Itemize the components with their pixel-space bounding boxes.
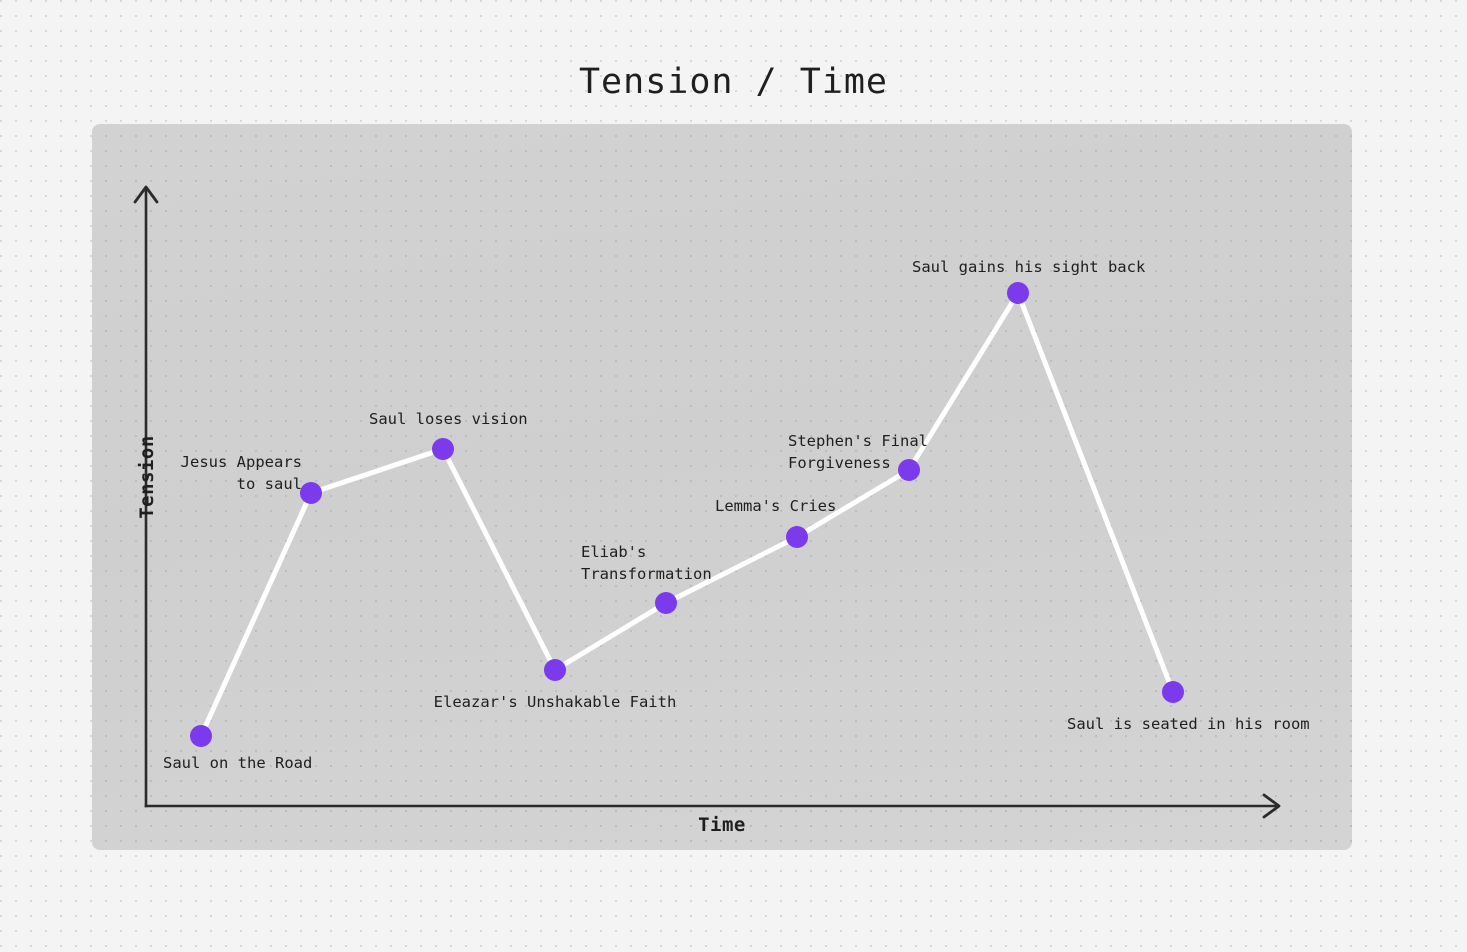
axes bbox=[133, 185, 1281, 819]
x-axis-label: Time bbox=[698, 814, 746, 836]
y-axis-label: Tension bbox=[136, 435, 158, 519]
data-point-marker[interactable] bbox=[300, 482, 322, 504]
data-points-group bbox=[190, 282, 1184, 747]
data-point-label: Lemma's Cries bbox=[715, 497, 836, 515]
data-point-marker[interactable] bbox=[190, 725, 212, 747]
data-point-label: Saul is seated in his room bbox=[1067, 715, 1310, 733]
data-point-label: Saul on the Road bbox=[163, 754, 312, 772]
data-point-marker[interactable] bbox=[898, 459, 920, 481]
data-point-marker[interactable] bbox=[432, 438, 454, 460]
data-point-marker[interactable] bbox=[786, 526, 808, 548]
y-axis-arrow-icon bbox=[133, 185, 159, 204]
page-title: Tension / Time bbox=[578, 62, 888, 102]
data-point-label: Saul gains his sight back bbox=[912, 258, 1146, 276]
tension-line-series bbox=[198, 290, 1176, 739]
data-point-marker[interactable] bbox=[544, 659, 566, 681]
x-axis-arrow-icon bbox=[1262, 793, 1281, 819]
data-point-marker[interactable] bbox=[655, 592, 677, 614]
data-point-marker[interactable] bbox=[1007, 282, 1029, 304]
data-point-label: Eleazar's Unshakable Faith bbox=[434, 693, 677, 711]
data-point-label: Saul loses vision bbox=[369, 410, 528, 428]
data-point-marker[interactable] bbox=[1162, 681, 1184, 703]
